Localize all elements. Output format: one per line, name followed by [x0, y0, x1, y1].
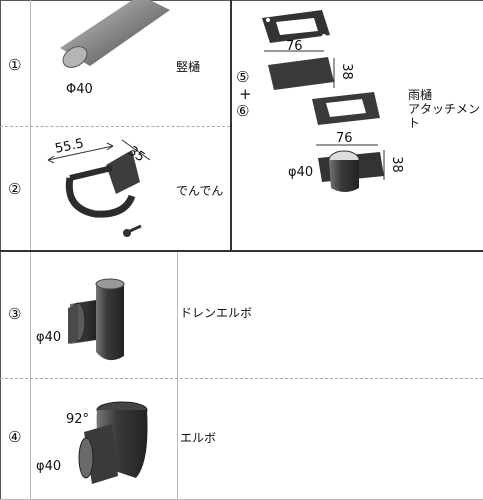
item-3-label: ドレンエルボ: [180, 306, 253, 320]
downpipe-illustration: [60, 0, 170, 68]
item-2-number: ②: [8, 180, 22, 198]
item-5-top-width-dimension: 76: [286, 39, 303, 54]
item-3-dimension: φ40: [36, 330, 62, 345]
row-divider-3-4: [0, 378, 483, 379]
item-5-6-plus: +: [239, 85, 252, 103]
drain-elbow-illustration: [68, 278, 125, 361]
bracket-illustration: [47, 139, 151, 237]
item-4-angle: 92°: [66, 412, 90, 427]
item-1-number: ①: [8, 56, 22, 74]
bottom-col-divider-1: [30, 252, 31, 500]
top-col-divider-1: [30, 0, 31, 250]
row-divider-1-2: [0, 126, 230, 127]
top-section-divider: [0, 250, 483, 252]
item-6-width-dimension: 76: [336, 131, 353, 146]
top-border: [0, 0, 483, 1]
item-3-number: ③: [8, 305, 22, 323]
top-col-divider-2: [230, 0, 232, 250]
item-5-6-label-line2: アタッチメント: [408, 102, 481, 131]
item-5-number: ⑤: [236, 68, 250, 86]
item-5-6-label-line1: 雨樋: [408, 88, 433, 102]
item-5-top-height-dimension: 38: [338, 63, 354, 80]
attachment-illustrations: [262, 10, 385, 192]
item-4-number: ④: [8, 428, 22, 446]
item-1-dimension: Φ40: [66, 82, 93, 97]
elbow-illustration: [78, 401, 148, 484]
item-4-label: エルボ: [180, 431, 217, 445]
bottom-col-divider-2: [177, 252, 178, 500]
item-6-diameter-dimension: φ40: [288, 165, 314, 180]
item-1-label: 竪樋: [176, 60, 201, 74]
item-4-dimension: φ40: [36, 459, 62, 474]
item-6-height-dimension: 38: [388, 156, 404, 173]
item-6-number: ⑥: [236, 102, 250, 120]
item-2-label: でんでん: [176, 184, 224, 198]
